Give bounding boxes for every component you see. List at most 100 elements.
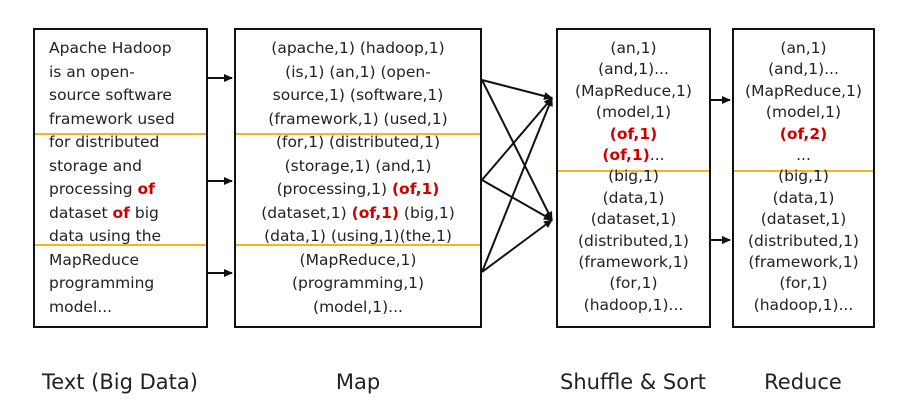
text-line: (model,1): [734, 102, 873, 123]
line-segment: (MapReduce,1): [575, 81, 692, 100]
text-box: Apache Hadoop is an open-source software f…: [33, 28, 208, 328]
line-segment: processing: [49, 180, 138, 198]
text-line: (MapReduce,1): [236, 249, 480, 273]
highlighted-term: (of,1): [609, 124, 658, 143]
line-segment: (for,1): [779, 274, 828, 293]
text-line: (model,1): [558, 102, 709, 123]
line-segment: (an,1): [780, 39, 827, 57]
text-line: programming: [49, 272, 175, 296]
text-line: (data,1): [558, 188, 709, 209]
text-line: (big,1): [558, 166, 709, 187]
arrow-map-to-shuffle: [481, 219, 553, 273]
text-line: (data,1) (using,1)(the,1): [236, 225, 480, 249]
text-line: framework used: [49, 108, 175, 132]
text-line: (for,1) (distributed,1): [236, 131, 480, 155]
text-line: for distributed: [49, 131, 175, 155]
text-line: (and,1)...: [558, 59, 709, 80]
split-divider: [236, 244, 480, 246]
line-segment: (dataset,1): [760, 210, 847, 229]
line-segment: (for,1): [609, 274, 658, 293]
line-segment: (and,1)...: [768, 60, 839, 79]
text-line: (for,1): [734, 273, 873, 294]
line-segment: (MapReduce,1): [299, 250, 417, 269]
arrow-map-to-shuffle: [481, 79, 553, 100]
line-segment: (is,1) (an,1) (open-: [285, 62, 431, 81]
text-line: (dataset,1): [734, 209, 873, 230]
line-segment: (model,1): [765, 103, 842, 122]
text-line: data using the: [49, 225, 175, 249]
map-box: (apache,1) (hadoop,1)(is,1) (an,1) (open…: [234, 28, 482, 328]
reduce-box: (an,1) (and,1)... (MapReduce,1) (model,1) (o…: [732, 28, 875, 328]
line-segment: (data,1) (using,1)(the,1): [264, 227, 452, 245]
line-segment: (framework,1): [578, 253, 689, 272]
arrow-map-to-shuffle: [481, 97, 553, 181]
text-line: (and,1)...: [734, 59, 873, 80]
line-segment: (dataset,1): [261, 203, 352, 222]
line-segment: (for,1) (distributed,1): [275, 133, 441, 151]
line-segment: (data,1): [772, 188, 835, 207]
line-segment: (and,1)...: [598, 60, 669, 79]
line-segment: source software: [49, 86, 172, 104]
text-line: (framework,1) (used,1): [236, 108, 480, 132]
line-segment: (MapReduce,1): [745, 81, 862, 100]
arrow-map-to-shuffle: [481, 79, 553, 221]
text-line: (processing,1) (of,1): [236, 178, 480, 202]
split-divider: [236, 133, 480, 135]
highlighted-term: (of,1): [602, 146, 650, 165]
line-segment: (distributed,1): [578, 231, 689, 250]
text-line: (an,1): [558, 38, 709, 59]
highlighted-term: (of,1): [351, 203, 399, 222]
caption-map: Map: [335, 370, 381, 394]
split-divider: [35, 133, 206, 135]
line-segment: (an,1): [610, 39, 657, 57]
line-segment: (framework,1): [748, 253, 859, 272]
text-line: (big,1): [734, 166, 873, 187]
text-line: (data,1): [734, 188, 873, 209]
line-segment: (hadoop,1)...: [753, 295, 854, 314]
line-segment: (storage,1) (and,1): [284, 156, 432, 175]
line-segment: (dataset,1): [590, 210, 677, 229]
text-line: (hadoop,1)...: [734, 295, 873, 316]
text-line: (model,1)...: [236, 296, 480, 320]
text-line: (storage,1) (and,1): [236, 155, 480, 179]
line-segment: MapReduce: [49, 250, 140, 269]
text-line: (framework,1): [734, 252, 873, 273]
shuffle-lines: (an,1) (and,1)... (MapReduce,1) (model,1) (o…: [558, 38, 709, 316]
line-segment: (programming,1): [291, 274, 425, 292]
text-line: (of,2): [734, 124, 873, 145]
line-segment: (hadoop,1)...: [583, 295, 684, 314]
line-segment: is an open-: [49, 62, 135, 81]
text-line: (of,1)...: [558, 145, 709, 166]
arrow-map-to-shuffle: [481, 97, 553, 273]
text-line: (MapReduce,1): [734, 81, 873, 102]
text-line: source software: [49, 84, 175, 108]
caption-shuffle: Shuffle & Sort: [560, 370, 706, 394]
highlighted-term: (of,1): [391, 180, 440, 198]
split-divider: [35, 244, 206, 246]
highlighted-term: of: [112, 203, 130, 222]
group-divider: [734, 170, 873, 172]
line-segment: big: [129, 203, 159, 222]
text-line: dataset of big: [49, 202, 175, 226]
line-segment: framework used: [49, 109, 175, 128]
line-segment: ...: [796, 146, 811, 165]
text-line: (hadoop,1)...: [558, 295, 709, 316]
reduce-lines: (an,1) (and,1)... (MapReduce,1) (model,1) (o…: [734, 38, 873, 316]
highlighted-term: (of,2): [779, 124, 828, 143]
line-segment: Apache Hadoop: [49, 39, 172, 57]
text-line: (of,1): [558, 124, 709, 145]
arrow-map-to-shuffle: [481, 179, 553, 221]
line-segment: (data,1): [602, 188, 665, 207]
line-segment: programming: [49, 274, 155, 292]
line-segment: (big,1): [608, 167, 659, 186]
text-line: (for,1): [558, 273, 709, 294]
text-line: MapReduce: [49, 249, 175, 273]
line-segment: (framework,1) (used,1): [268, 109, 448, 128]
text-lines: Apache Hadoop is an open-source software f…: [49, 37, 175, 319]
map-lines: (apache,1) (hadoop,1)(is,1) (an,1) (open…: [236, 37, 480, 319]
line-segment: (model,1): [595, 103, 672, 122]
line-segment: ...: [649, 146, 665, 165]
line-segment: storage and: [49, 156, 142, 175]
line-segment: source,1) (software,1): [272, 86, 444, 104]
